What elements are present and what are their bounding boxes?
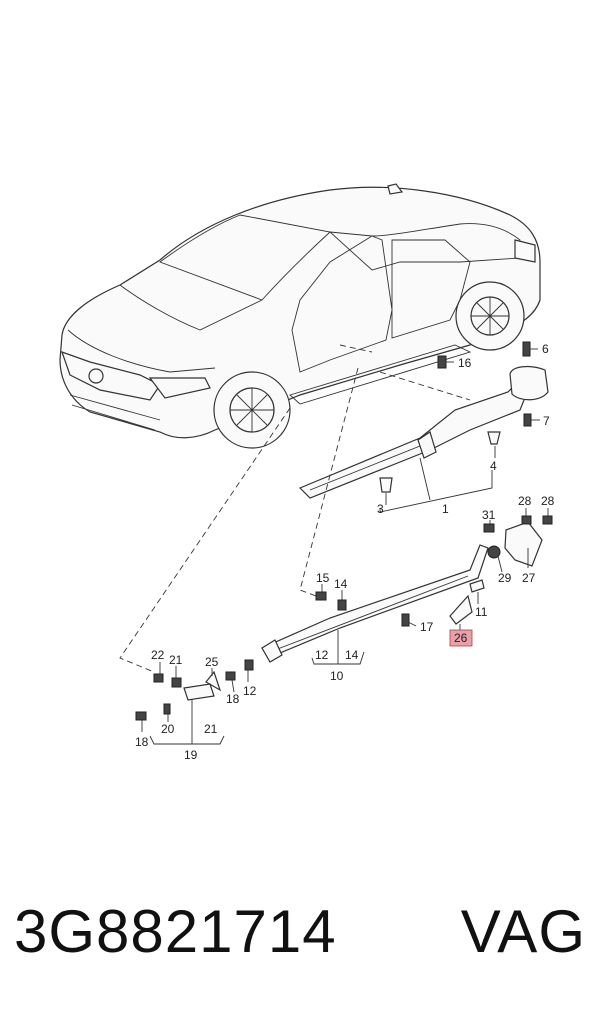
callout-18a: 18: [226, 692, 240, 706]
fasteners: [135, 341, 553, 721]
sill-trim-upper: [298, 365, 549, 499]
exploded-parts-diagram: 16 6 7 4 3 1 28 28 31 29 27 11 26 17 12 …: [59, 183, 555, 762]
callout-12a: 12: [315, 648, 329, 662]
callout-15: 15: [316, 571, 330, 585]
callout-12b: 12: [243, 684, 257, 698]
callout-31: 31: [482, 508, 496, 522]
callout-11: 11: [475, 605, 488, 619]
callout-26-highlight: [449, 629, 473, 647]
brand-label: VAG: [460, 898, 586, 965]
part-number: 3G8821714: [14, 898, 337, 965]
callout-4: 4: [490, 459, 497, 473]
callout-27: 27: [522, 571, 536, 585]
callout-1: 1: [442, 502, 449, 516]
callout-26: 26: [454, 631, 468, 645]
callout-21b: 21: [204, 722, 218, 736]
leader-lines: [141, 348, 549, 745]
callout-7: 7: [543, 414, 550, 428]
callout-17: 17: [420, 620, 434, 634]
guide-lines: [119, 344, 471, 673]
callout-28b: 28: [541, 494, 555, 508]
caption-bar: 3G8821714 VAG: [0, 880, 600, 1000]
callout-21a: 21: [169, 653, 183, 667]
callout-3: 3: [377, 502, 384, 516]
callout-19: 19: [184, 748, 198, 762]
callout-labels: 16 6 7 4 3 1 28 28 31 29 27 11 26 17 12 …: [135, 342, 555, 762]
callout-22: 22: [151, 648, 165, 662]
sill-trim-lower: [261, 521, 543, 663]
callout-14a: 14: [345, 648, 359, 662]
callout-29: 29: [498, 571, 512, 585]
callout-16: 16: [458, 356, 472, 370]
callout-25: 25: [205, 655, 219, 669]
callout-18b: 18: [135, 735, 149, 749]
callout-14b: 14: [334, 577, 348, 591]
callout-10: 10: [330, 669, 344, 683]
callout-6: 6: [542, 342, 549, 356]
callout-28a: 28: [518, 494, 532, 508]
car-illustration: [59, 183, 541, 449]
callout-20: 20: [161, 722, 175, 736]
